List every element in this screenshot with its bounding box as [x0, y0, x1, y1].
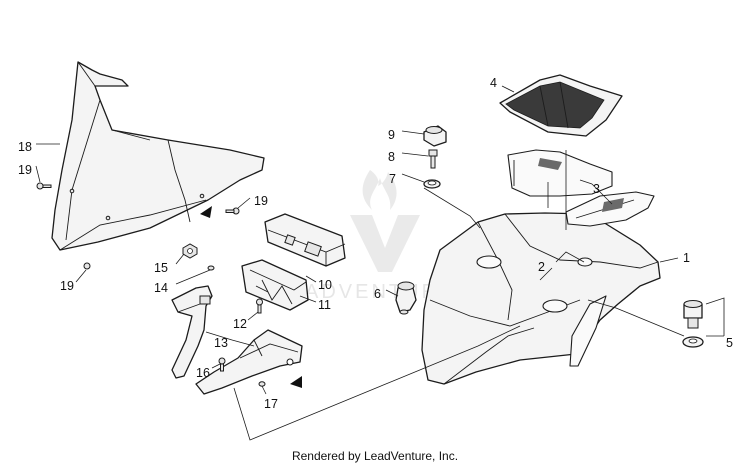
grommet-part-7[interactable] [423, 179, 441, 189]
callout-11: 11 [318, 298, 331, 312]
callout-10: 10 [318, 278, 332, 292]
callout-8: 8 [388, 150, 395, 164]
cap-part-9[interactable] [423, 125, 447, 147]
callout-15: 15 [154, 261, 168, 275]
screw-19-right[interactable] [225, 207, 240, 215]
callout-19c: 19 [60, 279, 74, 293]
leader-lines [35, 85, 725, 441]
callout-1: 1 [683, 251, 690, 265]
callout-16: 16 [196, 366, 210, 380]
callout-14: 14 [154, 281, 168, 295]
windshield-part-18[interactable] [51, 61, 265, 251]
callout-2: 2 [538, 260, 545, 274]
callout-17: 17 [264, 397, 278, 411]
washer-14[interactable] [207, 265, 215, 271]
callout-3: 3 [593, 182, 600, 196]
washer-17[interactable] [258, 381, 266, 387]
mount-bracket-part-11[interactable] [241, 259, 309, 311]
callout-4: 4 [490, 76, 497, 90]
fitting-part-5[interactable] [682, 300, 704, 348]
callout-9: 9 [388, 128, 395, 142]
screw-19-left[interactable] [36, 182, 52, 190]
windshield-hole [105, 215, 111, 221]
footer-credit: Rendered by LeadVenture, Inc. [291, 449, 459, 463]
support-bracket-part-13[interactable] [171, 285, 303, 395]
hood-part-1[interactable] [421, 212, 661, 385]
screw-19-bottom[interactable] [83, 262, 91, 270]
callout-13: 13 [214, 336, 228, 350]
screw-12[interactable] [256, 298, 263, 314]
storage-net-part-4[interactable] [499, 74, 623, 137]
nut-15[interactable] [182, 243, 198, 259]
windshield-hole [69, 188, 75, 194]
callout-6: 6 [374, 287, 381, 301]
direction-arrow-icon [290, 376, 302, 388]
windshield-hole [199, 193, 205, 199]
direction-arrow-icon [200, 206, 212, 218]
switch-part-6[interactable] [395, 281, 417, 315]
gauge-module-part-10[interactable] [264, 213, 346, 267]
callout-18: 18 [18, 140, 32, 154]
panel-part-3-lower[interactable] [565, 191, 655, 227]
callout-19a: 19 [18, 163, 32, 177]
callout-7: 7 [389, 172, 396, 186]
screw-16[interactable] [218, 357, 226, 372]
fitting-part-8[interactable] [428, 149, 438, 169]
callout-12: 12 [233, 317, 247, 331]
callout-5: 5 [726, 336, 733, 350]
callout-labels: 1 2 3 4 5 6 7 8 9 10 11 12 13 14 15 16 1… [18, 76, 733, 411]
panel-part-3-upper[interactable] [507, 149, 613, 197]
callout-19b: 19 [254, 194, 268, 208]
